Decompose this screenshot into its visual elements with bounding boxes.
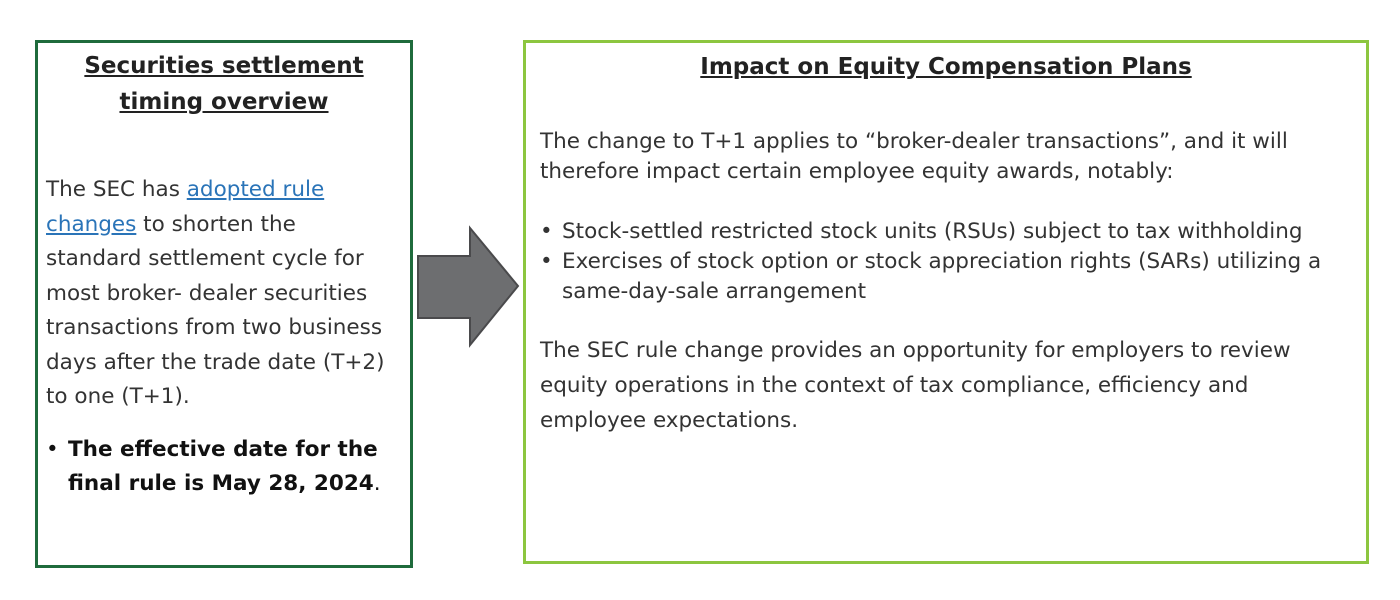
equity-impact-panel: Impact on Equity Compensation Plans The … — [523, 40, 1369, 564]
bullet-icon: • — [540, 249, 553, 274]
effective-date-bullet: • The effective date for the final rule … — [46, 433, 396, 502]
impact-list: • Stock-settled restricted stock units (R… — [540, 217, 1346, 307]
list-item-text: Stock-settled restricted stock units (RS… — [562, 219, 1303, 244]
right-arrow-icon — [417, 225, 520, 348]
right-panel-body: The change to T+1 applies to “broker-dea… — [540, 127, 1346, 438]
conclusion-paragraph: The SEC rule change provides an opportun… — [540, 338, 1291, 433]
bullet-icon: • — [46, 436, 59, 462]
list-item: • Stock-settled restricted stock units (R… — [540, 217, 1346, 247]
bullet-icon: • — [540, 219, 553, 244]
period: . — [373, 471, 381, 496]
right-panel-title: Impact on Equity Compensation Plans — [700, 54, 1192, 80]
left-panel-title: Securities settlement timing overview — [84, 53, 364, 115]
text-before-link: The SEC has — [46, 177, 187, 202]
settlement-overview-panel: Securities settlement timing overview Th… — [35, 40, 413, 568]
list-item: • Exercises of stock option or stock appr… — [540, 247, 1346, 307]
left-panel-body: The SEC has adopted rule changes to shor… — [46, 173, 396, 502]
text-after-link: to shorten the standard settlement cycle… — [46, 211, 385, 410]
intro-paragraph: The change to T+1 applies to “broker-dea… — [540, 129, 1288, 184]
overview-paragraph: The SEC has adopted rule changes to shor… — [46, 173, 396, 415]
list-item-text: Exercises of stock option or stock appre… — [562, 249, 1322, 304]
adopted-rule-changes-link[interactable]: adopted rule changes — [46, 177, 325, 237]
effective-date-text: The effective date for the final rule is… — [68, 436, 378, 497]
